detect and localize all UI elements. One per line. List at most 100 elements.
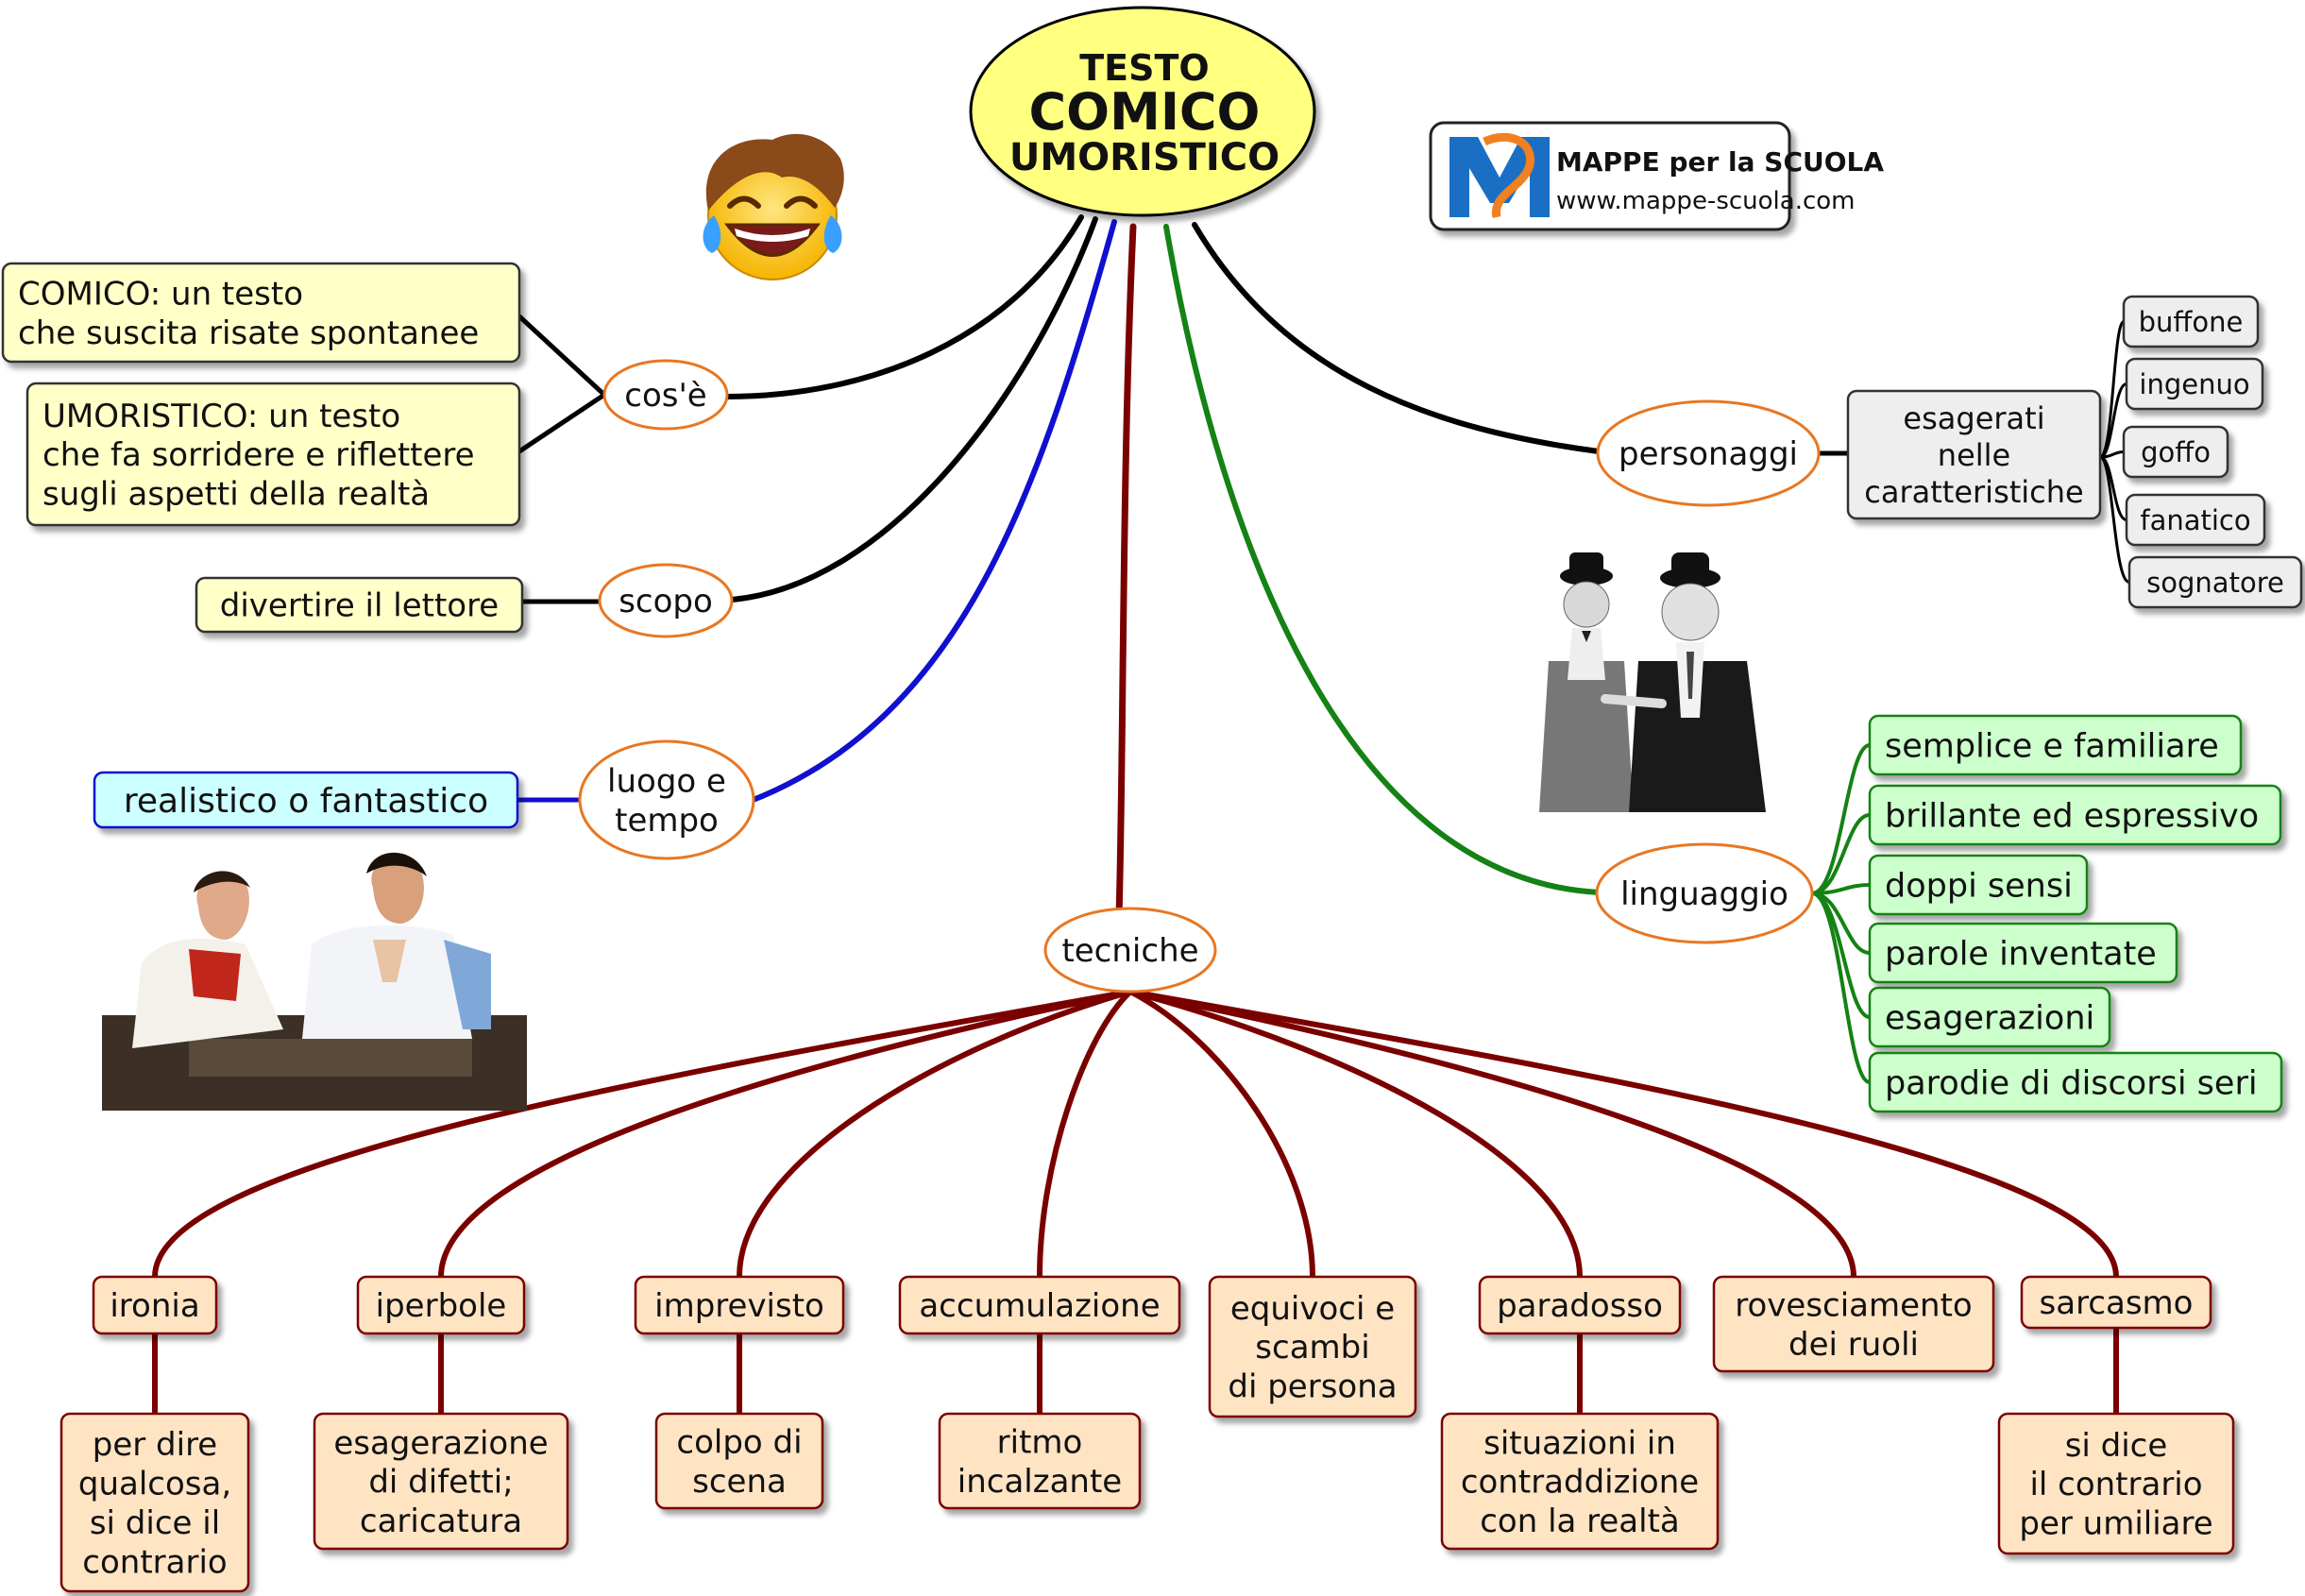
laughing-emoji-icon [703,133,844,280]
leaf-luogo[interactable]: realistico o fantastico [93,771,519,829]
technique-2[interactable]: imprevisto [634,1275,845,1335]
leaf-personaggi-3[interactable]: fanatico [2125,493,2266,547]
connector-personaggi-1 [2098,382,2128,459]
mid-personaggi-text-line1: esagerati [1903,400,2044,436]
leaf-scopo[interactable]: divertire il lettore [195,576,524,634]
connector-tecniche-3 [1037,989,1133,1280]
leaf-personaggi-1-text: ingenuo [2139,368,2249,400]
leaf-linguaggio-5[interactable]: parodie di discorsi seri [1868,1051,2283,1113]
connector-tecniche [1115,223,1137,920]
connector-luogo [748,219,1117,804]
leaf-linguaggio-2[interactable]: doppi sensi [1868,854,2089,916]
node-personaggi[interactable]: personaggi [1596,399,1821,507]
connector-personaggi [1192,222,1602,454]
film-scene-photo-icon [102,852,527,1111]
technique-desc-7-text-line1: si dice [2065,1427,2168,1465]
technique-5[interactable]: paradosso [1478,1275,1682,1335]
technique-desc-3-text-line2: incalzante [958,1463,1122,1501]
leaf-linguaggio-2-text: doppi sensi [1885,868,2073,906]
leaf-personaggi-0[interactable]: buffone [2122,295,2260,348]
central-topic[interactable]: TESTO COMICO UMORISTICO [969,6,1316,217]
technique-3[interactable]: accumulazione [898,1275,1181,1335]
leaf-linguaggio-4[interactable]: esagerazioni [1868,986,2111,1048]
leaf-personaggi-3-text: fanatico [2140,504,2250,536]
logo[interactable]: MAPPE per la SCUOLA www.mappe-scuola.com [1429,121,1884,231]
node-scopo[interactable]: scopo [598,563,734,638]
node-tecniche[interactable]: tecniche [1043,907,1217,993]
connector-tecniche-0 [152,989,1133,1280]
technique-2-text: imprevisto [654,1287,824,1325]
node-tecniche-label: tecniche [1061,932,1198,970]
technique-5-text: paradosso [1497,1287,1663,1325]
technique-desc-2-text-line2: scena [692,1463,787,1501]
node-luogo-label-line1: luogo e [607,763,726,801]
technique-4-text-line1: equivoci e [1230,1290,1395,1328]
connector-linguaggio-0 [1810,743,1872,895]
logo-mark-icon [1448,132,1551,219]
connector-tecniche-1 [438,989,1133,1280]
leaf-personaggi-4-text: sognatore [2146,567,2284,599]
technique-1-text: iperbole [376,1287,507,1325]
leaf-personaggi-2[interactable]: goffo [2122,425,2229,479]
technique-7-text: sarcasmo [2040,1284,2194,1322]
node-personaggi-label: personaggi [1619,435,1798,473]
technique-desc-2-text-line1: colpo di [676,1424,802,1462]
technique-desc-1-text-line3: caricatura [360,1503,522,1540]
logo-name: MAPPE per la SCUOLA [1556,146,1884,178]
leaf-personaggi-4[interactable]: sognatore [2127,555,2303,609]
leaf-cose-umoristico-text-line3: sugli aspetti della realtà [42,476,430,514]
leaf-linguaggio-1[interactable]: brillante ed espressivo [1868,784,2282,846]
connector-linguaggio-5 [1810,891,1872,1084]
technique-7[interactable]: sarcasmo [2020,1275,2212,1330]
connector-cose-leaf1 [517,314,607,398]
connector-cose [724,214,1084,399]
connector-tecniche-7 [1127,989,2119,1280]
node-cose-label: cos'è [624,377,706,415]
technique-desc-5-text-line3: con la realtà [1480,1503,1680,1540]
leaf-linguaggio-0-text: semplice e familiare [1885,728,2219,766]
leaf-linguaggio-0[interactable]: semplice e familiare [1868,714,2243,776]
connector-scopo [729,216,1098,603]
node-cose[interactable]: cos'è [602,359,729,431]
leaf-linguaggio-3[interactable]: parole inventate [1868,922,2178,984]
fan-connectors [152,320,2131,1417]
connector-personaggi-4 [2098,455,2131,584]
leaf-cose-umoristico-text-line2: che fa sorridere e riflettere [42,436,475,474]
connector-cose-leaf2 [517,392,607,454]
mid-personaggi-text-line2: nelle [1938,437,2010,473]
technique-0[interactable]: ironia [92,1275,218,1335]
leaf-personaggi-1[interactable]: ingenuo [2125,357,2264,411]
technique-6-text-line2: dei ruoli [1788,1326,1919,1364]
leaf-personaggi-2-text: goffo [2141,436,2211,468]
technique-desc-3-text-line1: ritmo [997,1424,1083,1462]
leaf-linguaggio-4-text: esagerazioni [1885,1000,2094,1038]
technique-desc-0-text-line1: per dire [93,1426,217,1464]
leaf-linguaggio-3-text: parole inventate [1885,936,2157,974]
leaf-cose-umoristico-text-line1: UMORISTICO: un testo [42,398,400,435]
technique-desc-1-text-line2: di difetti; [368,1464,513,1502]
technique-1[interactable]: iperbole [356,1275,526,1335]
leaf-linguaggio-1-text: brillante ed espressivo [1885,798,2259,836]
connector-linguaggio [1163,224,1602,895]
connector-tecniche-4 [1127,989,1315,1280]
leaf-personaggi-0-text: buffone [2139,306,2244,338]
title-line3: UMORISTICO [1009,136,1280,179]
title-line2: COMICO [1029,82,1261,142]
node-linguaggio[interactable]: linguaggio [1595,842,1814,944]
leaf-cose-comico-text-line2: che suscita risate spontanee [18,314,479,352]
technique-0-text: ironia [110,1287,199,1325]
